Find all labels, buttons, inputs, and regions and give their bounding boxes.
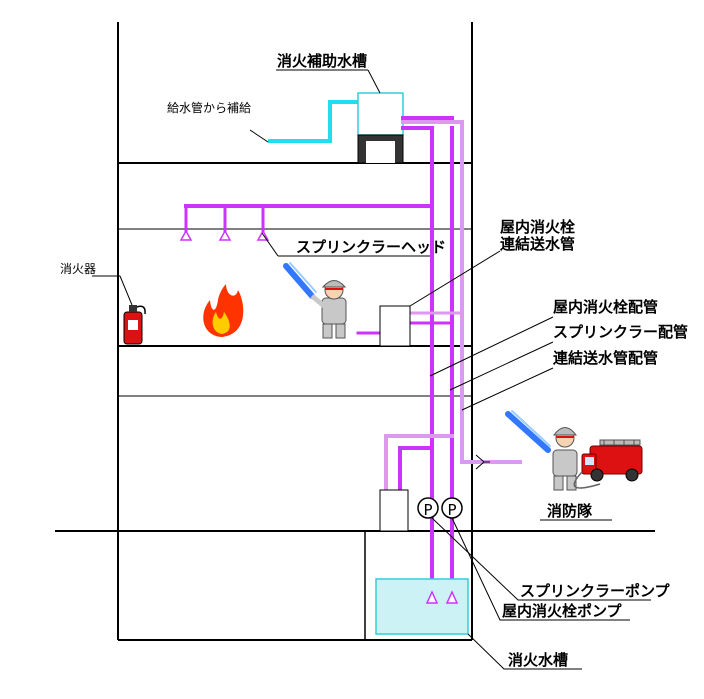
sprinkler-heads [179, 229, 270, 241]
fire-water-tank [375, 578, 469, 635]
leader-sprinkler-pump [431, 517, 651, 601]
pump-bypass-light [384, 434, 454, 492]
label-hydrant-connection-line1: 屋内消火栓 [500, 218, 575, 236]
label-connection-piping: 連結送水管配管 [553, 349, 658, 367]
leader-hydrant-piping [429, 316, 554, 377]
leader-connection-piping [461, 367, 554, 411]
leader-hydrant-box [409, 250, 501, 307]
fire-extinguisher-icon [123, 305, 146, 345]
leader-aux-tank [367, 69, 381, 94]
pump-hydrant: P [441, 497, 463, 519]
leader-water-tank [467, 633, 582, 670]
label-sprinkler-head: スプリンクラーヘッド [296, 238, 446, 256]
pump-sprinkler: P [417, 497, 439, 519]
label-hydrant-connection-line2: 連結送水管 [500, 235, 575, 253]
leader-sprinkler-piping [449, 341, 554, 391]
sprinkler-head-1 [179, 229, 193, 241]
label-aux-tank: 消火補助水槽 [277, 52, 367, 70]
water-supply-pipe [268, 100, 358, 143]
label-water-tank: 消火水槽 [508, 651, 568, 669]
indoor-hydrant-box [379, 305, 411, 347]
label-fire-brigade: 消防隊 [547, 502, 593, 520]
supply-leader-line [249, 129, 269, 143]
label-hydrant-piping: 屋内消火栓配管 [553, 298, 658, 316]
pump-letter-2: P [447, 501, 456, 519]
leader-extinguisher [119, 275, 133, 306]
label-sprinkler-piping: スプリンクラー配管 [553, 323, 688, 341]
fire-truck-icon [573, 439, 643, 489]
label-sprinkler-pump: スプリンクラーポンプ [520, 582, 671, 600]
pump-bypass [398, 446, 434, 492]
fire-icon [203, 284, 244, 337]
label-hydrant-pump: 屋内消火栓ポンプ [502, 602, 623, 620]
pump-letter-1: P [423, 501, 432, 519]
sprinkler-head-2 [218, 229, 232, 241]
firefighter-indoor-icon [283, 262, 347, 339]
label-supply: 給水管から補給 [167, 100, 251, 115]
foot-valve-2 [445, 590, 459, 604]
piping-network [184, 116, 522, 594]
foot-valve-1 [425, 590, 439, 604]
leader-sprinkler-head [261, 232, 279, 257]
firefighter-outdoor-icon [505, 410, 578, 491]
connection-riser [401, 120, 522, 464]
leader-lines [92, 69, 651, 670]
label-extinguisher: 消火器 [60, 262, 96, 276]
building-structure [55, 22, 655, 641]
leader-hydrant-pump [451, 517, 630, 621]
aux-tank-base-opening [366, 141, 395, 163]
aux-water-tank [357, 92, 404, 136]
fire-dept-connection [475, 454, 490, 470]
pump-control-panel [379, 489, 409, 532]
